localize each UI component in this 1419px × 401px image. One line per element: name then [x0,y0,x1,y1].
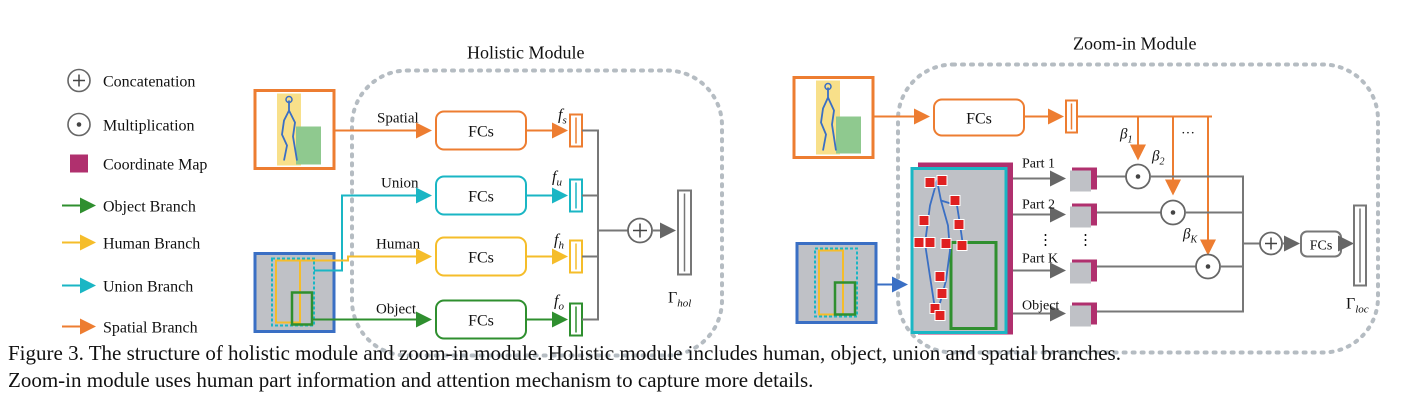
feature-label-s: fs [558,107,567,127]
human-fc-label: FCs [468,250,494,267]
feature-map-with-parts [910,162,1013,335]
spatial-feature-vector [569,113,583,148]
human-branch-label: Human [376,237,421,253]
human-branch-connector [300,248,432,265]
zoom-final-fc-label: FCs [1310,239,1333,254]
union-fc-label: FCs [468,189,494,206]
beta-ellipsis: ··· [1181,127,1195,142]
holistic-dashed-border [350,68,724,358]
legend: Concatenation Multiplication Coordinate … [62,68,207,337]
zoom-fc-label: FCs [966,111,992,128]
legend-mult-label: Multiplication [103,118,195,135]
beta-1-label: β1 [1119,127,1132,146]
roi-feature-part1 [1070,167,1097,192]
holistic-module: Holistic Module Spatial Union Human Obje… [253,43,724,358]
zoom-merge-bus [1150,175,1260,313]
roi-feature-part2 [1070,203,1097,228]
object-feature-vector [569,302,583,337]
concat-legend-icon [67,68,91,93]
part-lines [1013,170,1066,322]
object-part-label: Object [1022,299,1059,314]
figure-caption: Figure 3. The structure of holistic modu… [8,340,1412,394]
holistic-title: Holistic Module [467,43,585,63]
coord-map-legend-icon [70,154,88,173]
beta-k-label: βK [1182,227,1198,246]
legend-spatial-label: Spatial Branch [103,320,198,337]
mult-icon-k [1195,253,1221,280]
legend-object-label: Object Branch [103,199,196,216]
spatial-map-image [253,89,336,170]
hoi-input-image [253,252,336,333]
feature-label-h: fh [554,232,564,252]
parts-vdots-2: ⋮ [1078,233,1093,249]
caption-line-2: Zoom-in module uses human part informati… [8,368,814,392]
caption-line-1: Figure 3. The structure of holistic modu… [8,341,1121,365]
union-branch-connector [314,187,432,272]
zoom-concat-icon [1259,231,1283,256]
zoom-output-label: Γloc [1346,296,1369,316]
zoom-hoi-input-image [795,242,878,324]
legend-human-label: Human Branch [103,236,200,253]
feature-label-o: fo [554,293,564,313]
mult-legend-icon [67,112,91,137]
beta-2-label: β2 [1151,149,1164,168]
part-k-label: Part K [1022,252,1058,267]
legend-union-label: Union Branch [103,279,193,296]
holistic-output-label: Γhol [668,290,691,310]
zoom-output-vector [1353,204,1367,287]
object-branch-label: Object [376,302,417,318]
roi-feature-object [1070,302,1097,327]
parts-vdots-1: ⋮ [1038,233,1053,249]
spatial-fc-label: FCs [468,124,494,141]
holistic-output-vector [677,189,692,276]
mult-icon-1 [1125,163,1151,190]
legend-concat-label: Concatenation [103,74,195,91]
zoom-in-module: Zoom-in Module FCs β1 β2 βK ··· [792,34,1380,355]
feature-label-u: fu [552,169,562,189]
roi-to-mult-lines [1097,175,1243,313]
attention-weight-lines [1077,115,1216,256]
zoom-attention-vector [1065,99,1078,134]
union-branch-label: Union [381,176,419,192]
part-2-label: Part 2 [1022,198,1055,213]
object-fc-label: FCs [468,313,494,330]
part-1-label: Part 1 [1022,157,1055,172]
holistic-merge-bus [582,129,628,321]
legend-coord-label: Coordinate Map [103,157,207,174]
roi-feature-partk [1070,259,1097,284]
human-feature-vector [569,239,583,274]
zoom-title: Zoom-in Module [1073,34,1197,54]
union-feature-vector [569,178,583,213]
zoom-spatial-map-image [792,76,875,159]
holistic-concat-icon [627,217,653,244]
spatial-branch-label: Spatial [377,111,419,127]
mult-icon-2 [1160,199,1186,226]
